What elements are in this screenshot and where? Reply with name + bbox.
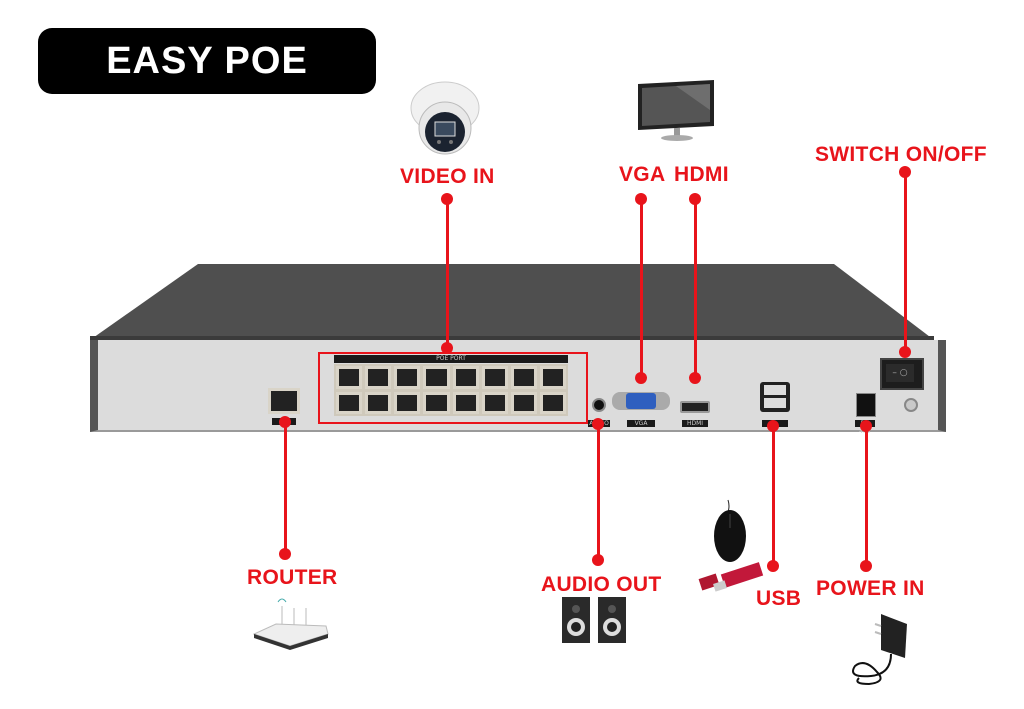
- callout-dot: [767, 560, 779, 572]
- callout-dot: [635, 193, 647, 205]
- callout-line: [640, 200, 643, 380]
- ground-screw-icon: [904, 398, 918, 412]
- poe-port: [510, 366, 537, 389]
- monitor-icon: [638, 80, 714, 141]
- poe-port: [365, 366, 392, 389]
- router-icon: [252, 598, 329, 650]
- speakers-icon: [562, 597, 626, 643]
- callout-dot: [441, 193, 453, 205]
- label-router: ROUTER: [247, 566, 338, 589]
- vga-marking: VGA: [627, 420, 655, 427]
- dome-camera-icon: [410, 81, 480, 155]
- usb-port: [764, 385, 786, 395]
- callout-line: [446, 200, 449, 350]
- poe-port-header: POE PORT: [334, 355, 568, 363]
- poe-port: [481, 366, 508, 389]
- poe-port: [394, 391, 421, 414]
- poe-port: [336, 391, 363, 414]
- label-hdmi: HDMI: [674, 163, 729, 186]
- callout-line: [284, 422, 287, 554]
- dc-power-jack: [856, 393, 876, 417]
- power-switch[interactable]: – ○: [880, 358, 924, 390]
- poe-port: [336, 366, 363, 389]
- poe-port: [365, 391, 392, 414]
- poe-port: [510, 391, 537, 414]
- callout-line: [772, 426, 775, 566]
- hdmi-port: [680, 401, 710, 413]
- callout-dot: [899, 346, 911, 358]
- poe-port-highlight: [318, 352, 588, 424]
- nvr-top-cover: [90, 264, 934, 344]
- poe-port: [423, 366, 450, 389]
- vga-port: [626, 393, 656, 409]
- label-power-in: POWER IN: [816, 577, 925, 600]
- mouse-and-usb-drive-icon: [698, 499, 764, 592]
- label-vga: VGA: [619, 163, 666, 186]
- poe-port: [394, 366, 421, 389]
- poe-port: [539, 366, 566, 389]
- poe-port: [539, 391, 566, 414]
- audio-jack: [592, 398, 606, 412]
- usb-port: [764, 398, 786, 408]
- poe-port-grid: [334, 364, 568, 416]
- callout-dot: [441, 342, 453, 354]
- poe-port: [452, 366, 479, 389]
- callout-dot: [860, 560, 872, 572]
- title-badge: EASY POE SETUP: [38, 28, 376, 148]
- callout-line: [597, 424, 600, 560]
- poe-port: [481, 391, 508, 414]
- poe-port: [452, 391, 479, 414]
- hdmi-marking: HDMI: [682, 420, 708, 427]
- callout-line: [694, 200, 697, 380]
- usb-ports: [760, 382, 790, 412]
- callout-dot: [689, 372, 701, 384]
- callout-line: [904, 172, 907, 352]
- power-adapter-icon: [852, 614, 907, 686]
- label-switch-on-off: SWITCH ON/OFF: [815, 143, 987, 166]
- lan-port: [268, 388, 300, 414]
- callout-dot: [689, 193, 701, 205]
- label-usb: USB: [756, 587, 802, 610]
- label-video-in: VIDEO IN: [400, 165, 495, 188]
- callout-dot: [279, 548, 291, 560]
- callout-line: [865, 426, 868, 566]
- poe-port: [423, 391, 450, 414]
- callout-dot: [592, 554, 604, 566]
- label-audio-out: AUDIO OUT: [541, 573, 662, 596]
- callout-dot: [635, 372, 647, 384]
- switch-rocker[interactable]: – ○: [886, 364, 914, 382]
